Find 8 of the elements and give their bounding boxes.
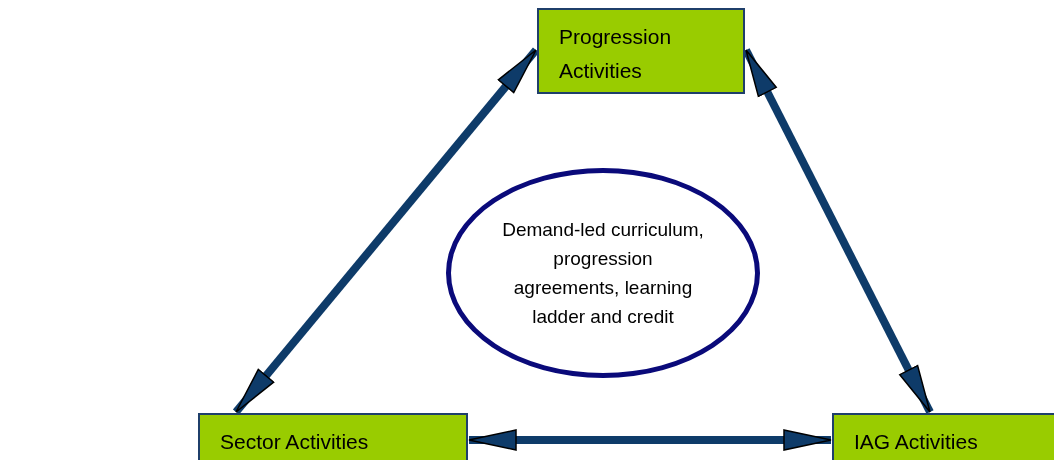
box-label: Sector Activities [220,429,369,455]
activity-box [832,413,1054,460]
box-label: IAG Activities [854,429,978,455]
oval-text: Demand-led curriculum, progression agreements, learning ladder and credit [501,218,705,329]
activity-box [198,413,468,460]
box-label: Progression Activities [559,24,673,84]
activity-box [537,8,745,94]
double-arrow [468,429,832,451]
